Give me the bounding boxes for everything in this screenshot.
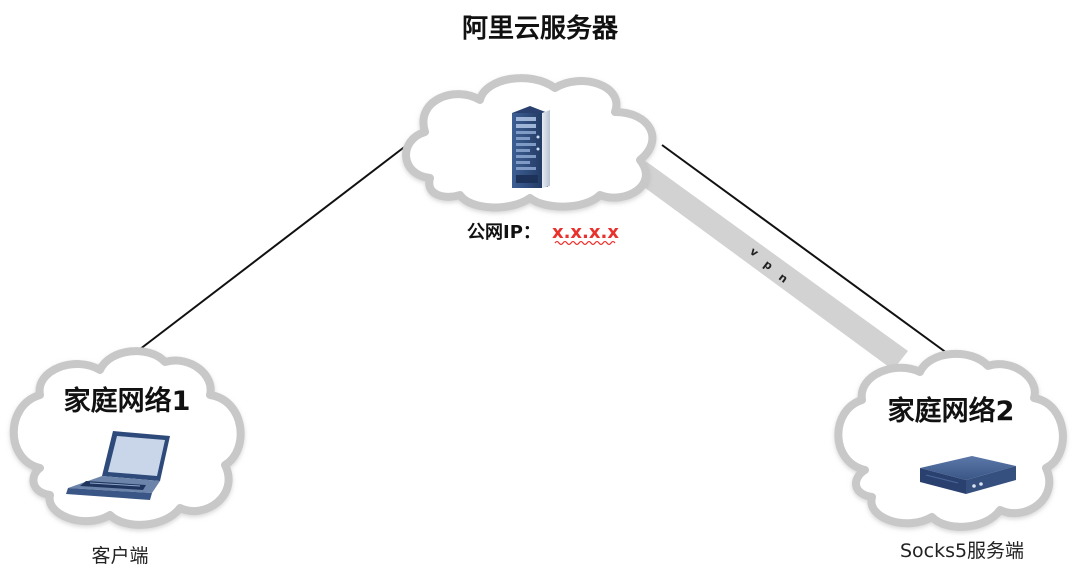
public-ip-label: 公网IP： [467, 222, 541, 243]
link-server-to-home2 [661, 144, 952, 357]
laptop-icon [66, 431, 170, 500]
ip-underline-squiggle [554, 240, 616, 246]
vpn-tunnel-band [633, 162, 908, 370]
cloud-home-network-2 [834, 350, 1067, 531]
vpn-tunnel: v p n [633, 162, 908, 370]
home-network-2-label: 家庭网络2 [888, 395, 1015, 427]
tower-server-icon [512, 106, 550, 188]
home-network-1-label: 家庭网络1 [64, 385, 191, 417]
router-box-icon [920, 456, 1016, 494]
client-caption: 客户端 [91, 545, 148, 567]
socks5-server-caption: Socks5服务端 [900, 540, 1024, 562]
public-ip-line: 公网IP： x.x.x.x [467, 222, 619, 243]
cloud-home-network-2-shape [834, 350, 1067, 531]
diagram-title: 阿里云服务器 [462, 14, 619, 44]
link-server-to-home1 [130, 144, 408, 357]
public-ip-value: x.x.x.x [552, 222, 619, 243]
